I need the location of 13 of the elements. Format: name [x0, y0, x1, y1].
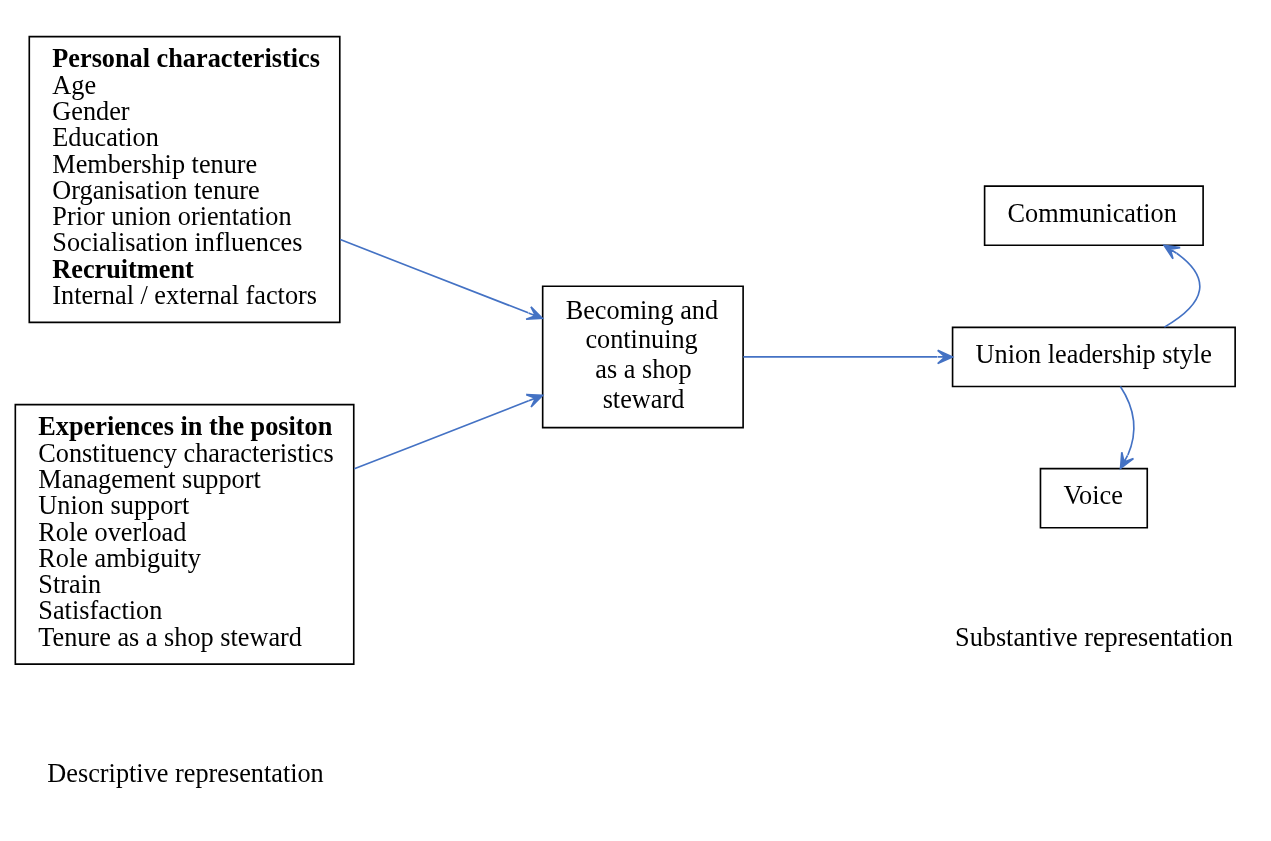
node-box: Experiences in the positon Constituency characteristics Management support Union support Role overload Role ambiguity Strain Satisfaction Tenure as a shop steward [14, 403, 355, 665]
arrow [339, 238, 544, 320]
node-box: Becoming and continuing as a shop steward [541, 284, 744, 428]
label: Descriptive representation [47, 758, 324, 788]
node-box: Voice [1039, 467, 1149, 529]
arrow [353, 393, 544, 470]
arrow [1119, 385, 1135, 469]
node-box: Union leadership style [951, 326, 1236, 387]
node-box: Personal characteristics Age Gender Education Membership tenure Organisation tenure Prior union orientation Socialisation influences Recruitment Internal / external factors [28, 35, 341, 323]
node-box: Communication [983, 184, 1204, 246]
arrow [742, 348, 954, 364]
arrow [1163, 243, 1201, 328]
label: Substantive representation [955, 622, 1233, 652]
